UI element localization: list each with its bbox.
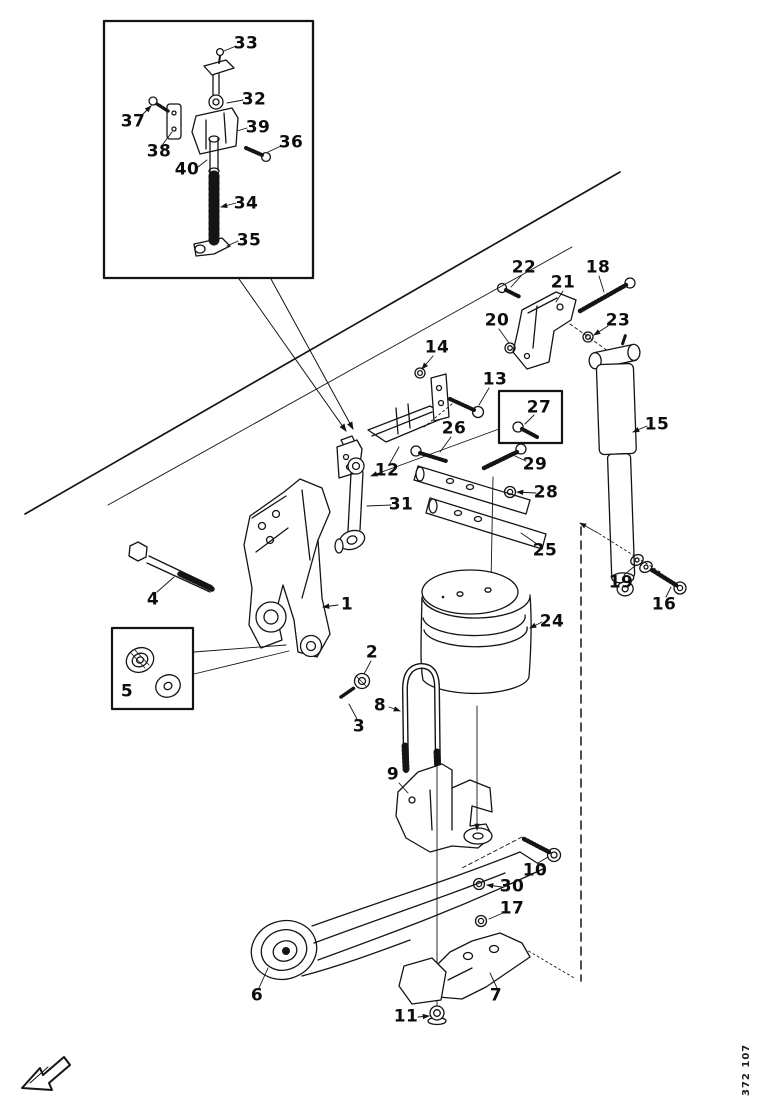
assembly-line-bracket7 (519, 945, 577, 980)
callout-6: 6 (250, 985, 264, 1006)
bolt-37-drawing (148, 96, 158, 106)
nut-23-drawing (582, 331, 594, 343)
callout-34: 34 (233, 193, 259, 214)
callout-21: 21 (550, 272, 576, 293)
bolt-26-drawing (410, 445, 422, 457)
callout-9: 9 (386, 764, 400, 785)
bolt-18-drawing (577, 282, 629, 314)
bolt-29-drawing (481, 449, 520, 471)
air-spring-24-drawing (420, 569, 532, 695)
bolt-4-drawing (128, 541, 215, 593)
callout-12: 12 (374, 460, 400, 481)
callout-23: 23 (605, 310, 631, 331)
nut-17-drawing (474, 914, 488, 928)
bracket-12-drawing (367, 373, 450, 443)
callout-4: 4 (146, 589, 160, 610)
callout-11: 11 (393, 1006, 419, 1027)
torque-rod-31-drawing (334, 457, 366, 554)
callout-20: 20 (484, 310, 510, 331)
assembly-line-25-airspring (488, 476, 494, 585)
callout-35: 35 (236, 230, 262, 251)
bolt-27-drawing (512, 421, 524, 433)
box-27-pointer (370, 428, 500, 477)
adjuster-32-drawing (208, 94, 224, 110)
callout-36: 36 (278, 132, 304, 153)
inset-box-27 (497, 389, 564, 445)
assembly-line-bolt16 (597, 532, 661, 573)
shock-absorber-15-drawing (588, 334, 641, 597)
bolt-22-drawing (496, 282, 508, 294)
callout-13: 13 (482, 369, 508, 390)
callout-27: 27 (526, 397, 552, 418)
callout-2: 2 (365, 642, 379, 663)
nut-14-drawing (414, 367, 426, 379)
hardware-25 (410, 443, 527, 499)
nut-2-drawing (353, 672, 371, 690)
callout-8: 8 (373, 695, 387, 716)
callout-38: 38 (146, 141, 172, 162)
callout-18: 18 (585, 257, 611, 278)
callout-32: 32 (241, 89, 267, 110)
callout-22: 22 (511, 257, 537, 278)
assembly-arrow-bolt16 (579, 522, 599, 534)
bracket-35-drawing (193, 236, 231, 257)
washer-5-drawing (125, 646, 181, 698)
leaf-spring-drawing (250, 851, 546, 981)
nut-28-drawing (503, 485, 517, 499)
callout-28: 28 (533, 482, 559, 503)
callout-5: 5 (120, 681, 134, 702)
frame-rail-lines (24, 171, 621, 515)
plates-25-drawing (413, 465, 547, 550)
callout-24: 24 (539, 611, 565, 632)
hanger-bracket-1-drawing (243, 478, 331, 658)
callout-40: 40 (174, 159, 200, 180)
stud-3-drawing (339, 686, 356, 699)
plate-38-drawing (166, 103, 182, 140)
callout-7: 7 (489, 985, 503, 1006)
callout-33: 33 (233, 33, 259, 54)
bolt-13-drawing (448, 397, 485, 419)
assembly-line-bolt13 (423, 403, 453, 428)
inset-box-5 (110, 626, 290, 711)
hardware-top (496, 277, 636, 354)
bracket-21-drawing (512, 291, 577, 370)
callout-1: 1 (340, 594, 354, 615)
leader-lines (156, 275, 672, 1020)
assembly-line-21-shock (569, 323, 609, 352)
callout-29: 29 (522, 454, 548, 475)
link-plate-drawing (203, 59, 235, 76)
nut-11-drawing (427, 1005, 447, 1026)
bolt-33-drawing (215, 47, 225, 57)
figure-code: 372 107 (741, 1043, 752, 1096)
callout-25: 25 (532, 540, 558, 561)
callout-15: 15 (644, 414, 670, 435)
callout-26: 26 (441, 418, 467, 439)
arrow-southwest-icon (21, 1056, 71, 1091)
callout-31: 31 (388, 494, 414, 515)
callout-39: 39 (245, 117, 271, 138)
callout-10: 10 (522, 860, 548, 881)
bolt-16-drawing (649, 567, 687, 595)
callout-16: 16 (651, 594, 677, 615)
link-40-drawing (208, 135, 220, 175)
callout-3: 3 (352, 716, 366, 737)
bolt-10-drawing (521, 836, 562, 863)
callout-17: 17 (499, 898, 525, 919)
callout-19: 19 (608, 572, 634, 593)
axle-seat-9-drawing (395, 763, 493, 853)
callout-37: 37 (120, 111, 146, 132)
axle-seat-7-drawing (398, 932, 531, 1005)
assembly-line-bolt10 (461, 836, 523, 869)
callout-30: 30 (499, 876, 525, 897)
bracket-39-drawing (191, 107, 239, 155)
bolt-36-drawing (244, 146, 264, 157)
inset-leader-lines (140, 45, 282, 247)
inset-box-linkage (102, 19, 315, 280)
callout-14: 14 (424, 337, 450, 358)
nut-20-drawing (504, 342, 516, 354)
inset-box-pointers (238, 278, 354, 432)
